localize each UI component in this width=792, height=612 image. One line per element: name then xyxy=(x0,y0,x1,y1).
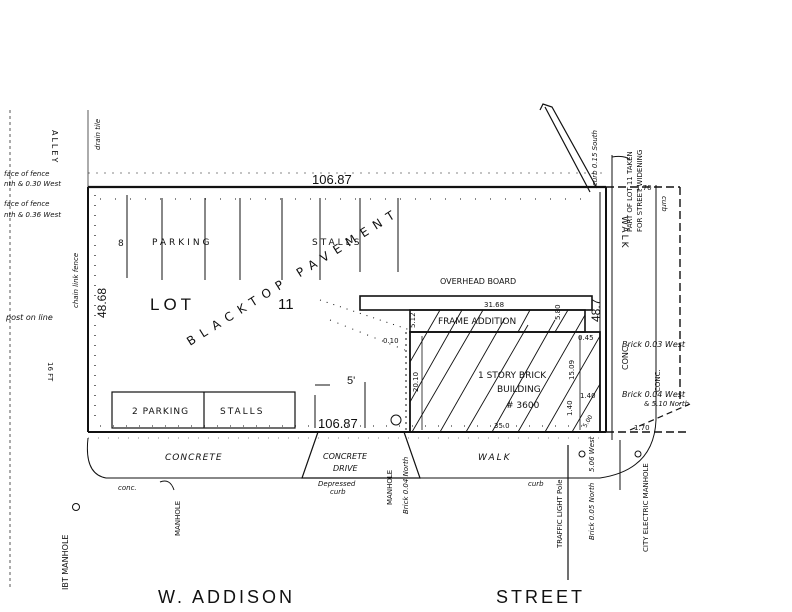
conc-pole: 5.06 West xyxy=(588,436,596,472)
parking-lower-count: 2 xyxy=(132,407,139,417)
dim-500: 5.00 xyxy=(582,414,595,429)
manhole-left: MANHOLE xyxy=(174,501,182,536)
depressed-curb-1: Depressed xyxy=(318,480,356,488)
parking-lower-label: 2 PARKING xyxy=(132,407,189,417)
parking-upper-word: PARKING xyxy=(152,238,213,248)
brick-north: Brick 0.04 North xyxy=(402,457,410,514)
city-manhole: CITY ELECTRIC MANHOLE xyxy=(642,463,650,552)
dim-bottom: 106.87 xyxy=(318,416,358,431)
lot-number: 11 xyxy=(278,296,294,313)
concrete-drive xyxy=(301,431,421,479)
sixteen-ft: 16 FT xyxy=(46,362,54,382)
brick-bottom: Brick 0.05 North xyxy=(588,483,596,540)
parking-upper-stalls: STALLS xyxy=(312,238,362,248)
traffic-light-pole xyxy=(578,450,586,458)
brick-conc: Brick 0.04 West xyxy=(622,390,686,399)
street-suffix: STREET xyxy=(496,587,585,607)
lot-label: LOT xyxy=(150,295,195,314)
dim-right: 48.7 xyxy=(589,298,603,322)
manhole-mid xyxy=(390,414,402,426)
post-on-line: post on line xyxy=(5,313,53,322)
brick-building xyxy=(409,331,601,433)
depressed-curb-2: curb xyxy=(330,488,346,496)
manhole-ibt xyxy=(72,503,80,511)
building-width: 35.0 xyxy=(494,422,510,430)
frame-addition-label: FRAME ADDITION xyxy=(438,317,516,327)
building-line2: BUILDING xyxy=(497,385,541,395)
dim-140b: 1.40 xyxy=(566,400,574,416)
dim-170-bottom: 1.70 xyxy=(634,424,650,432)
street-widening-box xyxy=(606,186,691,433)
building-depth-left: 20.10 xyxy=(412,372,420,392)
dim-top: 106.87 xyxy=(312,172,352,187)
fence-2: face of fence xyxy=(4,200,49,208)
part-of-lot-2: FOR STREET WIDENING xyxy=(636,150,644,232)
manhole-city xyxy=(634,450,642,458)
manhole-mid-label: MANHOLE xyxy=(386,470,394,505)
frame-right-dim: 5.80 xyxy=(554,304,562,320)
building-number: # 3600 xyxy=(506,401,540,411)
curb-top: curb 0.15 South xyxy=(591,130,599,186)
walk-line-bottom xyxy=(86,437,310,479)
concrete-drive-1: CONCRETE xyxy=(323,452,368,461)
overhead-board-label: OVERHEAD BOARD xyxy=(440,277,516,286)
curb-bottom: curb xyxy=(528,480,544,488)
fence-2b: nth & 0.36 West xyxy=(4,211,61,219)
walk-bottom: WALK xyxy=(478,453,512,463)
frame-width: 31.68 xyxy=(484,301,504,309)
brick-west: Brick 0.03 West xyxy=(622,340,686,349)
conc-bottom-left: conc. xyxy=(118,484,137,492)
street-label: W. ADDISON xyxy=(158,587,295,607)
curb-right: curb xyxy=(660,196,668,212)
chain-link: chain link fence xyxy=(72,253,80,308)
pavement-label: BLACKTOP PAVEMENT xyxy=(184,205,403,349)
walk-right: WALK xyxy=(619,216,629,249)
curb-return-top xyxy=(539,103,598,193)
building-depth-right: 15.09 xyxy=(568,360,576,380)
drain-tile: drain tile xyxy=(94,119,102,150)
traffic-light: TRAFFIC LIGHT Pole xyxy=(556,479,564,549)
fence-1: face of fence xyxy=(4,170,49,178)
parking-upper-count: 8 xyxy=(118,239,124,249)
dim-170-top: 1.70 xyxy=(636,184,652,192)
concrete-walk-label: CONCRETE xyxy=(165,453,223,463)
parking-stall-lines-upper xyxy=(126,195,399,280)
concrete-drive-2: DRIVE xyxy=(333,464,359,473)
dim-left: 48.68 xyxy=(95,288,109,318)
dim-010: 0.10 xyxy=(383,337,399,345)
five-ft: 5' xyxy=(347,375,355,387)
part-of-lot-1: PART OF LOT 11 TAKEN xyxy=(626,151,634,232)
parking-lower-word: PARKING xyxy=(143,407,190,417)
dim-140a: 1.40 xyxy=(580,392,596,400)
fence-1b: nth & 0.30 West xyxy=(4,180,61,188)
frame-left-dim: 5.12 xyxy=(409,312,417,328)
alley-label: ALLEY xyxy=(50,130,59,164)
brick-conc-2: & 5.10 North xyxy=(644,400,689,408)
ibt-manhole: IBT MANHOLE xyxy=(61,535,70,590)
conc-right: CONC. xyxy=(621,344,630,370)
conc-corner: CONC. xyxy=(654,369,662,392)
dim-045: 0.45 xyxy=(578,334,594,342)
parking-lower-stalls: STALLS xyxy=(220,407,264,417)
blacktop-stipple xyxy=(94,195,590,427)
building-line1: 1 STORY BRICK xyxy=(478,371,547,381)
building-hatching xyxy=(409,309,601,433)
